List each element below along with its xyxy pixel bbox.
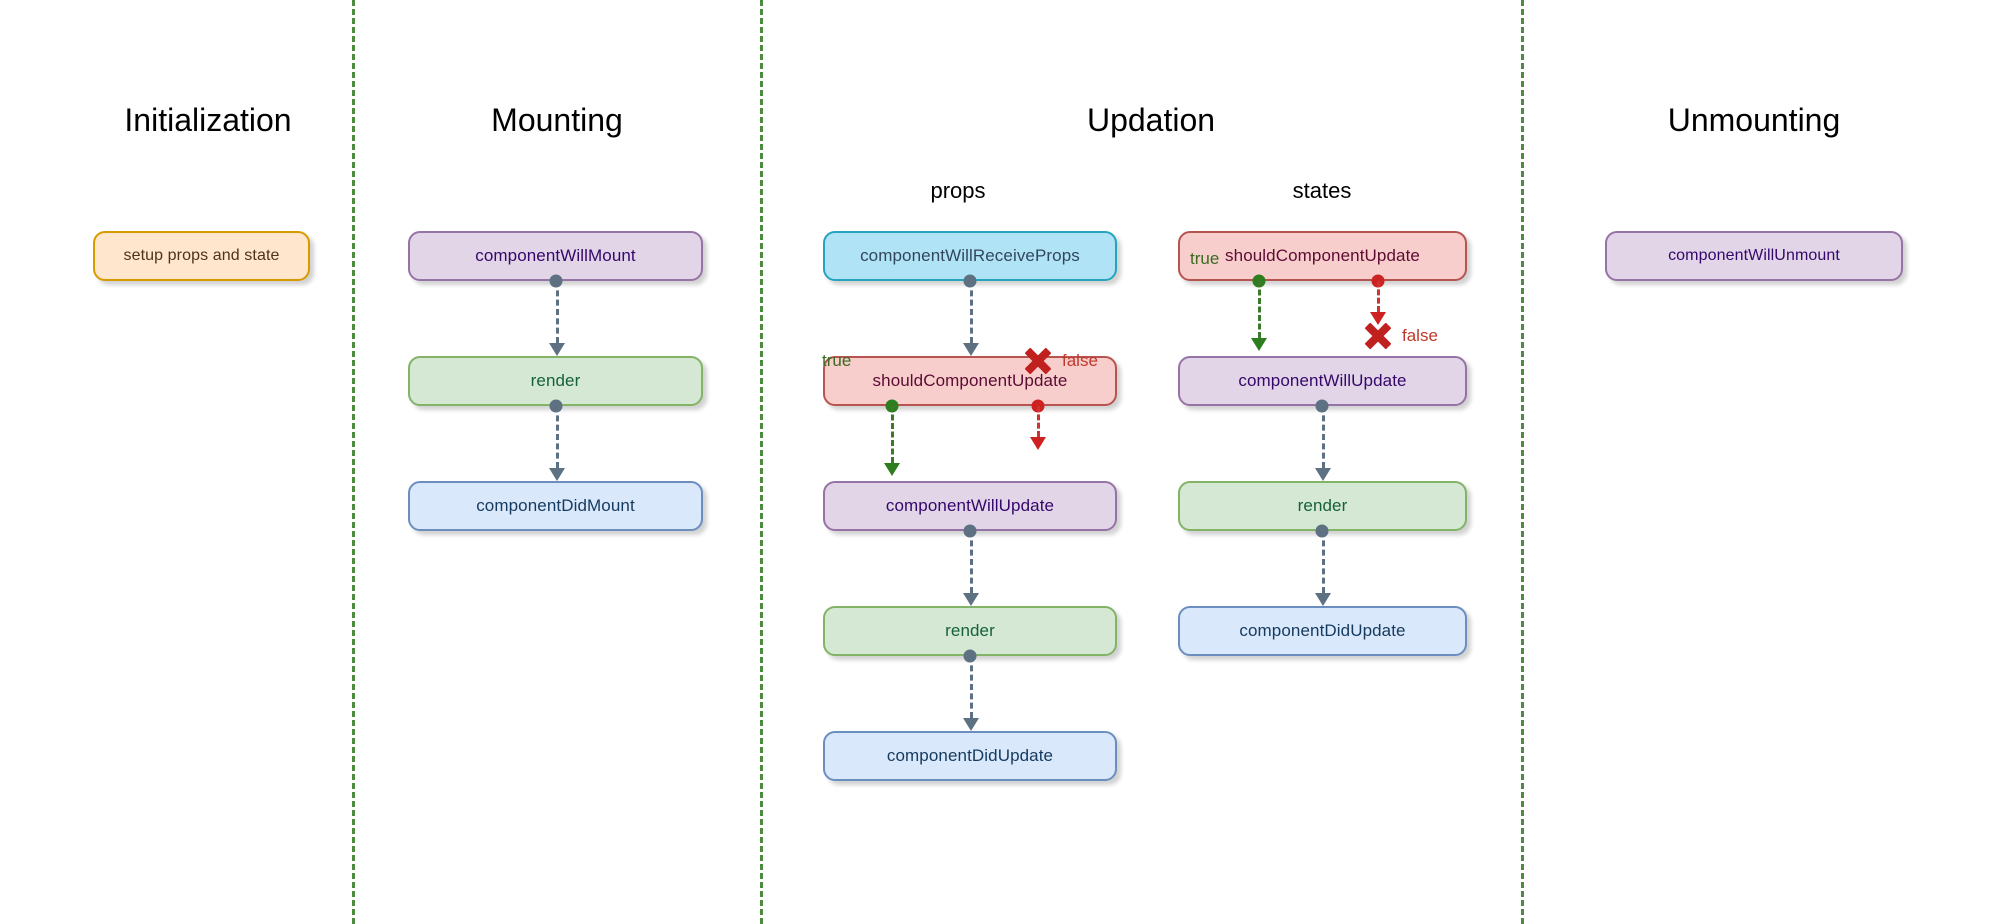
node-setup-props-and-state[interactable]: setup props and state — [93, 231, 310, 281]
arrowhead-mount-2 — [549, 468, 565, 481]
section-title-initialization: Initialization — [124, 102, 292, 138]
node-component-will-receive-props[interactable]: componentWillReceiveProps — [823, 231, 1117, 281]
section-title-updation: Updation — [1086, 102, 1216, 138]
branch-label-props-true: true — [822, 351, 852, 370]
section-title-unmounting: Unmounting — [1667, 102, 1841, 138]
node-should-component-update-props[interactable]: shouldComponentUpdate — [823, 356, 1117, 406]
branch-label-props-false: false — [1062, 351, 1098, 370]
connector-states-2 — [1322, 531, 1325, 593]
node-component-did-mount[interactable]: componentDidMount — [408, 481, 703, 531]
arrowhead-props-true — [884, 463, 900, 476]
connector-states-1 — [1322, 406, 1325, 468]
arrowhead-props-2 — [963, 593, 979, 606]
connector-mount-1 — [556, 281, 559, 343]
arrowhead-props-false — [1030, 437, 1046, 450]
connector-states-true — [1258, 281, 1261, 338]
arrowhead-states-true — [1251, 338, 1267, 351]
connector-props-true — [891, 406, 894, 463]
node-component-did-update-states[interactable]: componentDidUpdate — [1178, 606, 1467, 656]
connector-props-false — [1037, 406, 1040, 437]
node-render-mount[interactable]: render — [408, 356, 703, 406]
branch-label-states-false: false — [1402, 326, 1438, 345]
divider-updation-unmounting — [1521, 0, 1524, 924]
connector-props-3 — [970, 656, 973, 718]
arrowhead-props-1 — [963, 343, 979, 356]
connector-props-2 — [970, 531, 973, 593]
node-component-will-unmount[interactable]: componentWillUnmount — [1605, 231, 1903, 281]
subsection-title-props: props — [930, 178, 986, 203]
connector-states-false — [1377, 281, 1380, 312]
node-component-will-mount[interactable]: componentWillMount — [408, 231, 703, 281]
blocked-x-icon-props — [1023, 346, 1053, 376]
divider-mounting-updation — [760, 0, 763, 924]
node-component-did-update-props[interactable]: componentDidUpdate — [823, 731, 1117, 781]
connector-props-1 — [970, 281, 973, 343]
divider-initialization-mounting — [352, 0, 355, 924]
arrowhead-states-false — [1370, 312, 1386, 325]
arrowhead-states-1 — [1315, 468, 1331, 481]
node-render-states[interactable]: render — [1178, 481, 1467, 531]
section-title-mounting: Mounting — [491, 102, 623, 138]
node-should-component-update-states[interactable]: shouldComponentUpdate — [1178, 231, 1467, 281]
arrowhead-props-3 — [963, 718, 979, 731]
branch-label-states-true: true — [1190, 249, 1220, 268]
node-render-props[interactable]: render — [823, 606, 1117, 656]
arrowhead-mount-1 — [549, 343, 565, 356]
connector-mount-2 — [556, 406, 559, 468]
node-component-will-update-states[interactable]: componentWillUpdate — [1178, 356, 1467, 406]
blocked-x-icon-states — [1363, 321, 1393, 351]
node-component-will-update-props[interactable]: componentWillUpdate — [823, 481, 1117, 531]
subsection-title-states: states — [1292, 178, 1352, 203]
arrowhead-states-2 — [1315, 593, 1331, 606]
